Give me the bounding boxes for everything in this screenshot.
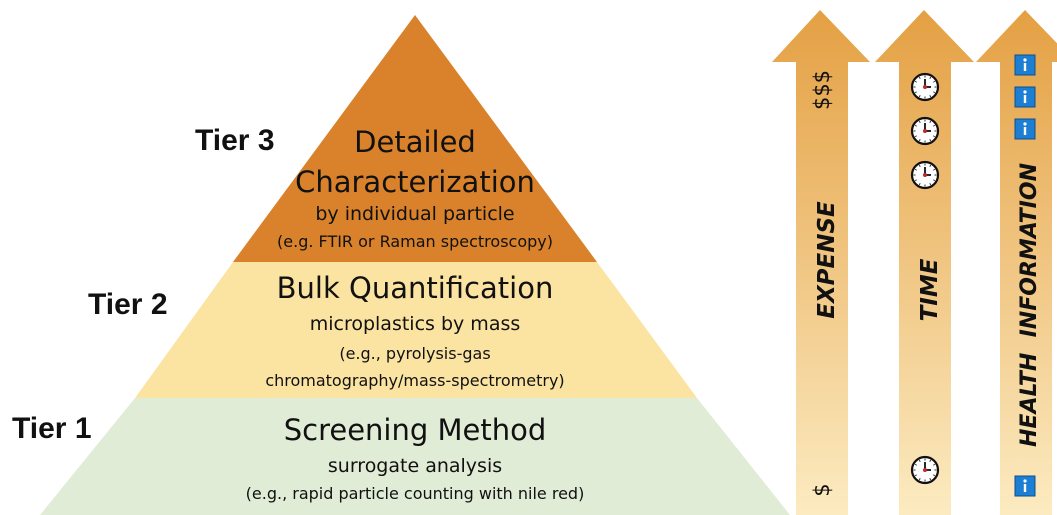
health-icons [1014, 54, 1036, 497]
tier3-band [233, 15, 597, 262]
tier1-subtitle: surrogate analysis [328, 455, 502, 477]
clock-icon [910, 72, 940, 102]
info-icon [1014, 118, 1036, 140]
tier1-band [40, 398, 790, 515]
expense-bottom-symbol: $ [810, 483, 834, 496]
health-arrow-label: HEALTH INFORMATION [1017, 163, 1042, 447]
health-arrow: HEALTH INFORMATION [976, 10, 1057, 515]
expense-arrow-label: EXPENSE [814, 201, 840, 319]
tier1-title: Screening Method [284, 413, 547, 447]
time-arrow-shape [875, 10, 974, 515]
tier3-example: (e.g. FTIR or Raman spectroscopy) [277, 232, 553, 251]
tier3-title-line1: Detailed [354, 125, 476, 159]
clock-icon [910, 116, 940, 146]
tier2-example-line2: chromatography/mass-spectrometry) [265, 371, 564, 390]
time-icons [910, 72, 940, 485]
pyramid [40, 15, 790, 515]
tier2-label: Tier 2 [88, 288, 168, 321]
tier3-subtitle: by individual particle [315, 203, 514, 225]
info-icon [1014, 86, 1036, 108]
tier1-label: Tier 1 [12, 412, 92, 445]
time-arrow: TIME [875, 10, 974, 515]
info-icon [1014, 475, 1036, 497]
clock-icon [910, 455, 940, 485]
expense-arrow: EXPENSE $$$ $ [772, 10, 870, 515]
tier3-label: Tier 3 [195, 124, 275, 157]
health-arrow-shape [976, 10, 1057, 515]
tier1-example: (e.g., rapid particle counting with nile… [246, 484, 585, 503]
time-arrow-label: TIME [917, 258, 943, 321]
tier2-example-line1: (e.g., pyrolysis-gas [339, 344, 490, 363]
tier2-title: Bulk Quantification [277, 271, 554, 305]
expense-top-symbol: $$$ [810, 70, 834, 110]
tier3-title-line2: Characterization [295, 165, 535, 199]
info-icon [1014, 54, 1036, 76]
clock-icon [910, 160, 940, 190]
tier2-band [135, 262, 697, 398]
expense-arrow-shape [772, 10, 870, 515]
tier2-subtitle: microplastics by mass [310, 313, 521, 335]
